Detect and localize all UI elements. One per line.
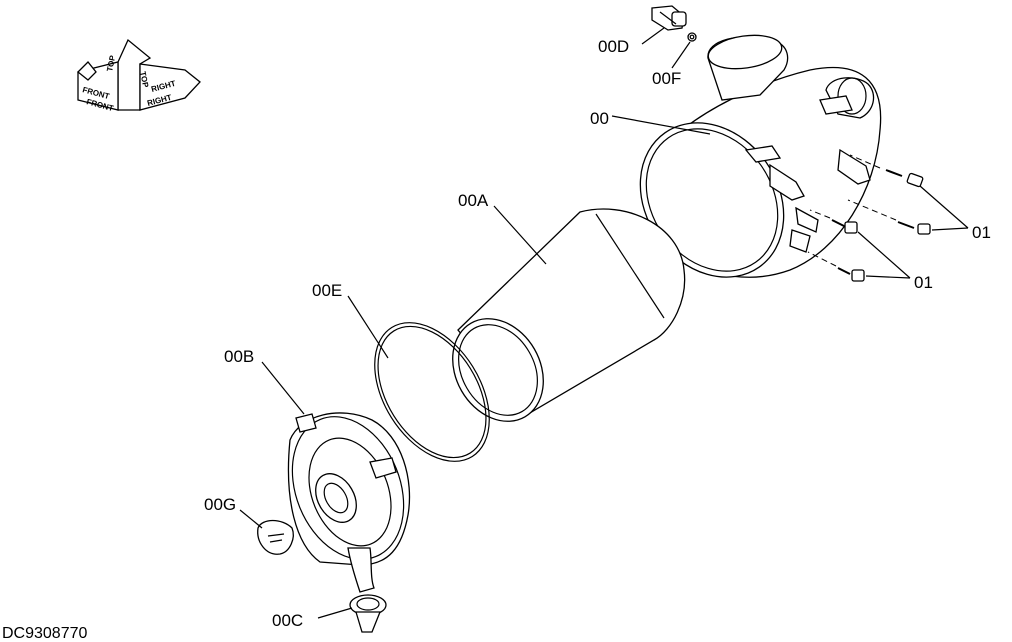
callout-00: 00 <box>590 109 609 128</box>
part-00D-indicator <box>651 5 687 31</box>
bolt-01-b-centerline <box>847 199 897 221</box>
callout-00A: 00A <box>458 191 489 210</box>
bolt-01-b <box>897 221 931 235</box>
bolt-01-a <box>885 169 924 188</box>
callout-00D: 00D <box>598 37 629 56</box>
callout-00C: 00C <box>272 611 303 630</box>
callout-01-lower: 01 <box>914 273 933 292</box>
callout-00G: 00G <box>204 495 236 514</box>
part-00F-fitting <box>687 32 697 42</box>
bolt-01-a-centerline <box>849 154 881 169</box>
bolt-01-d <box>837 267 865 282</box>
callout-00B: 00B <box>224 347 254 366</box>
bolt-01-d-centerline <box>807 251 837 267</box>
part-00-housing <box>639 34 882 278</box>
bolt-01-c-centerline <box>809 209 831 219</box>
orientation-label-top-2: TOP <box>138 71 150 89</box>
bolt-01-c <box>831 219 858 234</box>
part-00B-cover <box>287 412 411 593</box>
part-00G-label <box>257 519 294 555</box>
part-00C-valve <box>349 594 387 633</box>
part-00A-filter-element <box>452 208 686 422</box>
leader-lines <box>239 27 969 619</box>
orientation-label-top-1: TOP <box>105 54 117 72</box>
drawing-id: DC9308770 <box>2 625 88 642</box>
orientation-icon: TOP FRONT RIGHT FRONT RIGHT TOP <box>77 38 201 113</box>
callout-00E: 00E <box>312 281 342 300</box>
callout-00F: 00F <box>652 69 681 88</box>
part-00E-o-ring <box>374 322 490 462</box>
callout-01-upper: 01 <box>972 223 991 242</box>
